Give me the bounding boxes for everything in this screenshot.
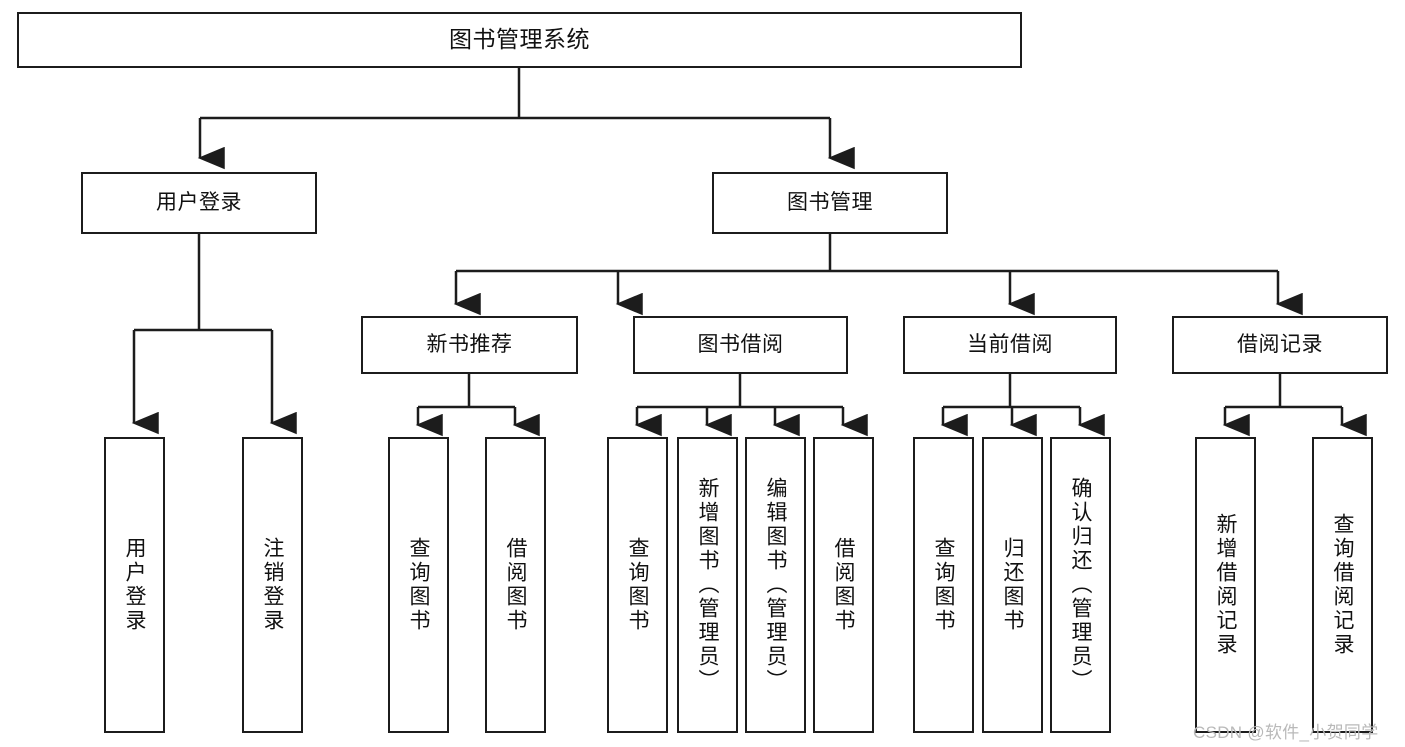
node-user-login-label: 用户登录 [156,191,242,215]
node-leaf-add-record[interactable]: 新增借阅记录 [1195,437,1256,733]
node-borrow-record-label: 借阅记录 [1237,333,1323,357]
node-leaf-query-book-1-label: 查询图书 [407,537,430,633]
node-book-manage[interactable]: 图书管理 [712,172,948,234]
node-user-login[interactable]: 用户登录 [81,172,317,234]
node-book-borrow-label: 图书借阅 [697,333,784,357]
node-new-book-recommend[interactable]: 新书推荐 [361,316,578,374]
node-leaf-edit-book[interactable]: 编辑图书（管理员） [745,437,806,733]
node-leaf-query-book-2[interactable]: 查询图书 [607,437,668,733]
node-leaf-return-book[interactable]: 归还图书 [982,437,1043,733]
node-leaf-borrow-book-1-label: 借阅图书 [504,537,527,633]
node-leaf-add-book[interactable]: 新增图书（管理员） [677,437,738,733]
node-leaf-confirm-return[interactable]: 确认归还（管理员） [1050,437,1111,733]
node-leaf-borrow-book-2-label: 借阅图书 [832,537,855,633]
node-leaf-query-book-2-label: 查询图书 [626,537,649,633]
node-leaf-add-record-label: 新增借阅记录 [1214,513,1237,657]
node-current-borrow-label: 当前借阅 [967,333,1053,357]
node-leaf-query-book-1[interactable]: 查询图书 [388,437,449,733]
csdn-watermark: CSDN @软件_小贺同学 [1193,723,1379,742]
node-new-book-recommend-label: 新书推荐 [426,333,513,357]
node-book-manage-label: 图书管理 [787,191,873,215]
node-leaf-logout-login-label: 注销登录 [261,537,284,633]
node-current-borrow[interactable]: 当前借阅 [903,316,1117,374]
node-leaf-query-book-3-label: 查询图书 [932,537,955,633]
node-borrow-record[interactable]: 借阅记录 [1172,316,1388,374]
node-root[interactable]: 图书管理系统 [17,12,1022,68]
node-book-borrow[interactable]: 图书借阅 [633,316,848,374]
node-leaf-borrow-book-1[interactable]: 借阅图书 [485,437,546,733]
node-leaf-edit-book-label: 编辑图书（管理员） [764,477,787,693]
node-leaf-user-login[interactable]: 用户登录 [104,437,165,733]
node-leaf-confirm-return-label: 确认归还（管理员） [1069,477,1092,693]
node-root-label: 图书管理系统 [449,26,590,53]
node-leaf-return-book-label: 归还图书 [1001,537,1024,633]
node-leaf-query-record-label: 查询借阅记录 [1331,513,1354,657]
node-leaf-logout-login[interactable]: 注销登录 [242,437,303,733]
node-leaf-query-book-3[interactable]: 查询图书 [913,437,974,733]
node-leaf-add-book-label: 新增图书（管理员） [696,477,719,693]
node-leaf-borrow-book-2[interactable]: 借阅图书 [813,437,874,733]
node-leaf-user-login-label: 用户登录 [123,537,146,633]
node-leaf-query-record[interactable]: 查询借阅记录 [1312,437,1373,733]
